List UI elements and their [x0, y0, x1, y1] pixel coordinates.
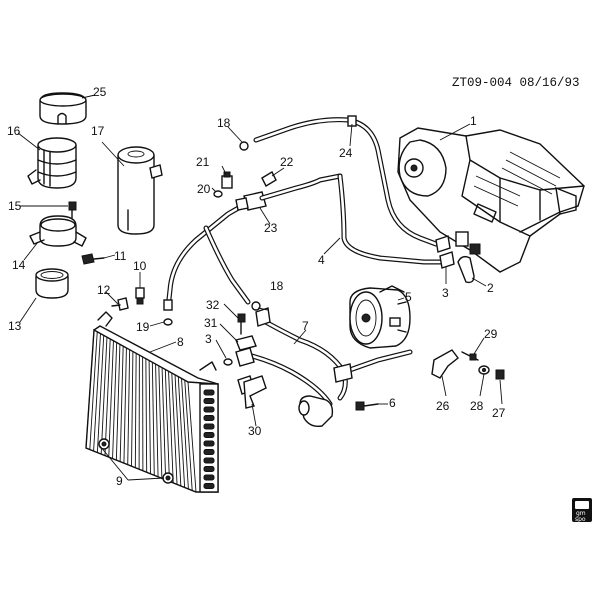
callout-20: 20: [197, 182, 211, 196]
callout-30: 30: [248, 424, 262, 438]
switch-part-21: [221, 171, 233, 189]
o-ring-part-19: [163, 318, 173, 326]
badge-line-2: spo: [575, 516, 586, 523]
evaporator-case-part-1: [397, 127, 585, 273]
callout-1: 1: [470, 114, 477, 128]
o-ring-part-18: [239, 141, 261, 311]
callout-25: 25: [93, 85, 107, 99]
bolt-part-32: [237, 313, 246, 335]
hose-assembly-part-7: [241, 307, 413, 428]
bolt-part-6: [355, 401, 379, 411]
callout-19: 19: [136, 320, 150, 334]
liquid-line: [163, 199, 253, 311]
o-ring-part-3-upper: [435, 231, 481, 269]
pipe-connector-part-23: [235, 173, 343, 211]
callout-3: 3: [442, 286, 449, 300]
callout-12: 12: [97, 283, 111, 297]
leader-lines: [17, 94, 503, 481]
callout-18: 18: [217, 116, 231, 130]
callout-28: 28: [470, 399, 484, 413]
o-ring-part-20: [213, 190, 223, 198]
clip-part-30: [243, 375, 267, 409]
callout-4: 4: [318, 253, 325, 267]
condenser-part-8: [85, 311, 219, 493]
callout-31: 31: [204, 316, 218, 330]
callout-labels: 1 2 3 3 4 5 6 7 8 9 10 11 12 13 14 15 16…: [7, 85, 506, 488]
compressor-part-5: [349, 285, 411, 349]
fitting-part-12: [111, 297, 129, 311]
drawing-id: ZT09-004 08/16/93: [452, 76, 580, 90]
callout-13: 13: [8, 319, 22, 333]
bracket-part-26: [431, 349, 459, 379]
o-ring-part-3-lower: [223, 358, 233, 366]
valve-part-10: [135, 287, 145, 305]
callout-11: 11: [114, 249, 127, 263]
callout-14: 14: [12, 258, 26, 272]
callout-23: 23: [264, 221, 278, 235]
accumulator-sleeve-part-16: [27, 137, 77, 189]
drain-hose-part-2: [457, 255, 475, 284]
callout-5: 5: [405, 290, 412, 304]
callout-17: 17: [91, 124, 105, 138]
callout-9: 9: [116, 474, 123, 488]
callout-22: 22: [280, 155, 294, 169]
gasket-part-31: [235, 335, 257, 351]
evaporator-hose-part-24: [253, 115, 439, 247]
badge-line-1: gm: [576, 510, 586, 517]
callout-3: 3: [205, 332, 212, 346]
schrader-valve-part-22: [261, 171, 277, 187]
callout-27: 27: [492, 406, 506, 420]
callout-15: 15: [8, 199, 22, 213]
callout-16: 16: [7, 124, 21, 138]
callout-6: 6: [389, 396, 396, 410]
callout-29: 29: [484, 327, 498, 341]
stud-part-29: [461, 351, 479, 361]
callout-8: 8: [177, 335, 184, 349]
gm-spo-logo-icon: gm spo: [572, 498, 592, 523]
nut-part-27: [495, 369, 505, 380]
screw-part-15: [68, 201, 77, 219]
callout-32: 32: [206, 298, 220, 312]
callout-21: 21: [196, 155, 210, 169]
callout-2: 2: [487, 281, 494, 295]
screw-part-11: [81, 253, 105, 265]
accumulator-part-17: [117, 146, 163, 235]
callout-7: 7: [302, 319, 309, 333]
ring-insulator-part-13: [35, 268, 69, 299]
washer-part-28: [478, 365, 490, 375]
callout-18: 18: [270, 279, 284, 293]
callout-10: 10: [133, 259, 147, 273]
callout-26: 26: [436, 399, 450, 413]
callout-24: 24: [339, 146, 353, 160]
insulator-cap-part-25: [39, 92, 87, 125]
line-part-4: [337, 173, 445, 265]
mounting-strap-part-14: [29, 215, 87, 247]
